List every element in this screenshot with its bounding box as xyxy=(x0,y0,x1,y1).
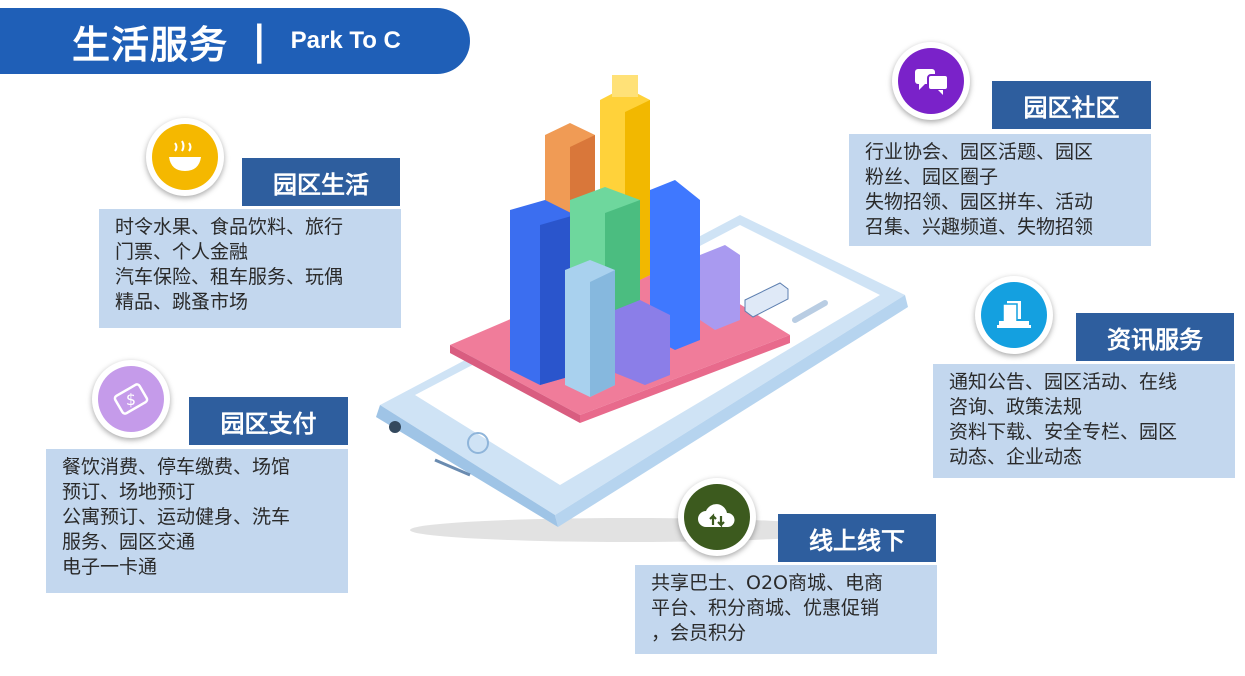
news-line: 资料下载、安全专栏、园区 xyxy=(949,421,1178,443)
o2o-line: ，会员积分 xyxy=(651,622,747,644)
news-title: 资讯服务 xyxy=(1076,313,1234,361)
title-separator: | xyxy=(252,18,267,64)
news-line: 咨询、政策法规 xyxy=(949,396,1083,418)
phone-city-illustration xyxy=(376,75,908,542)
building-purple xyxy=(615,300,670,385)
payment-line: 餐饮消费、停车缴费、场馆 xyxy=(62,456,291,478)
life-description: 时令水果、食品饮料、旅行 门票、个人金融 汽车保险、租车服务、玩偶 精品、跳蚤市… xyxy=(99,209,401,328)
svg-text:$: $ xyxy=(126,390,136,409)
o2o-title: 线上线下 xyxy=(778,514,936,562)
life-line: 时令水果、食品饮料、旅行 xyxy=(115,216,344,238)
header-banner: 生活服务 | Park To C xyxy=(0,8,470,74)
payment-icon-circle: $ xyxy=(92,360,170,438)
life-icon-circle xyxy=(146,118,224,196)
o2o-line: 平台、积分商城、优惠促销 xyxy=(651,597,880,619)
news-line: 通知公告、园区活动、在线 xyxy=(949,371,1178,393)
community-line: 粉丝、园区圈子 xyxy=(865,166,999,188)
life-title: 园区生活 xyxy=(242,158,400,206)
page-title: 生活服务 xyxy=(72,22,229,67)
life-line: 门票、个人金融 xyxy=(115,241,249,263)
o2o-icon-circle xyxy=(678,478,756,556)
home-button xyxy=(467,432,489,454)
life-line: 精品、跳蚤市场 xyxy=(115,291,249,313)
bus xyxy=(744,282,789,318)
building-lavender xyxy=(700,245,740,330)
payment-line: 服务、园区交通 xyxy=(62,531,196,553)
community-title: 园区社区 xyxy=(992,81,1151,129)
noodle-bowl-icon xyxy=(169,140,201,171)
laptop-documents-icon xyxy=(997,301,1031,328)
payment-line: 预订、场地预订 xyxy=(62,481,196,503)
news-icon-circle xyxy=(975,276,1053,354)
page-subtitle: Park To C xyxy=(290,27,401,54)
money-bill-icon: $ xyxy=(113,383,149,415)
payment-line: 电子一卡通 xyxy=(62,556,158,578)
payment-description: 餐饮消费、停车缴费、场馆 预订、场地预订 公寓预订、运动健身、洗车 服务、园区交… xyxy=(46,449,348,593)
community-line: 行业协会、园区活题、园区 xyxy=(865,141,1094,163)
phone-camera xyxy=(389,421,401,433)
community-line: 召集、兴趣频道、失物招领 xyxy=(865,216,1094,238)
o2o-line: 共享巴士、O2O商城、电商 xyxy=(651,572,883,594)
news-description: 通知公告、园区活动、在线 咨询、政策法规 资料下载、安全专栏、园区 动态、企业动… xyxy=(933,364,1235,478)
cloud-sync-icon xyxy=(698,504,735,528)
payment-title: 园区支付 xyxy=(189,397,348,445)
payment-line: 公寓预订、运动健身、洗车 xyxy=(62,506,291,528)
community-line: 失物招领、园区拼车、活动 xyxy=(865,191,1094,213)
chat-bubbles-icon xyxy=(915,69,949,95)
building-blue-right xyxy=(650,180,700,350)
life-line: 汽车保险、租车服务、玩偶 xyxy=(115,266,344,288)
community-icon-circle xyxy=(892,42,970,120)
o2o-description: 共享巴士、O2O商城、电商 平台、积分商城、优惠促销 ，会员积分 xyxy=(635,565,937,654)
news-line: 动态、企业动态 xyxy=(949,446,1083,468)
community-description: 行业协会、园区活题、园区 粉丝、园区圈子 失物招领、园区拼车、活动 召集、兴趣频… xyxy=(849,134,1151,246)
